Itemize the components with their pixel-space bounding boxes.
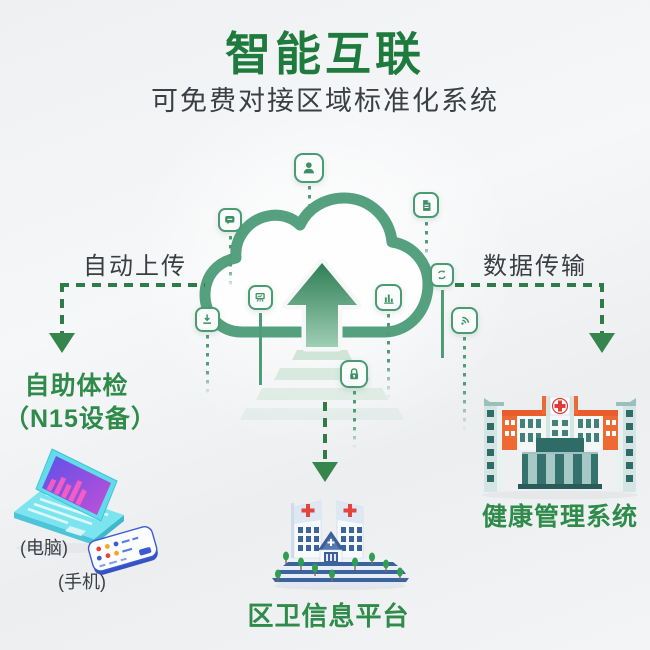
down-arrowhead bbox=[589, 333, 615, 353]
lock-icon bbox=[340, 360, 368, 388]
computer-caption: (电脑) bbox=[20, 538, 68, 558]
page-subtitle: 可免费对接区域标准化系统 bbox=[151, 86, 499, 116]
dashed-line bbox=[60, 283, 64, 335]
user-icon bbox=[294, 153, 324, 183]
down-arrowhead bbox=[49, 333, 75, 353]
chat-icon bbox=[218, 208, 242, 232]
self-checkup-label: 自助体检 （N15设备） bbox=[4, 370, 157, 436]
solid-connector bbox=[259, 313, 262, 385]
dotted-connector bbox=[463, 337, 466, 432]
bar-chart-icon bbox=[375, 284, 402, 311]
monitor-icon bbox=[248, 285, 273, 310]
download-icon bbox=[195, 307, 220, 332]
dotted-connector bbox=[308, 186, 311, 212]
dotted-connector bbox=[229, 236, 232, 290]
data-transfer-label: 数据传输 bbox=[483, 253, 587, 280]
self-checkup-line1: 自助体检 bbox=[24, 372, 129, 400]
health-system-label: 健康管理系统 bbox=[481, 503, 638, 531]
phone-caption: (手机) bbox=[58, 572, 106, 592]
solid-connector bbox=[441, 290, 444, 358]
district-platform-illustration bbox=[272, 500, 409, 590]
page-title: 智能互联 bbox=[225, 28, 425, 80]
hospital-illustration bbox=[482, 396, 638, 500]
self-checkup-line2: （N15设备） bbox=[4, 405, 157, 433]
dashed-line bbox=[600, 283, 604, 335]
sync-icon bbox=[430, 263, 454, 287]
dotted-connector bbox=[206, 335, 209, 397]
phone-illustration bbox=[87, 526, 158, 575]
dashed-line bbox=[455, 283, 604, 287]
dashed-line bbox=[323, 402, 327, 464]
district-platform-label: 区卫信息平台 bbox=[247, 601, 410, 631]
auto-upload-label: 自动上传 bbox=[83, 253, 187, 280]
dotted-connector bbox=[425, 222, 428, 260]
document-icon bbox=[413, 192, 439, 218]
wifi-signal-icon bbox=[451, 307, 478, 334]
dotted-connector bbox=[387, 314, 390, 400]
down-arrowhead bbox=[312, 462, 338, 482]
dotted-connector bbox=[353, 391, 356, 449]
dashed-line bbox=[60, 283, 205, 287]
